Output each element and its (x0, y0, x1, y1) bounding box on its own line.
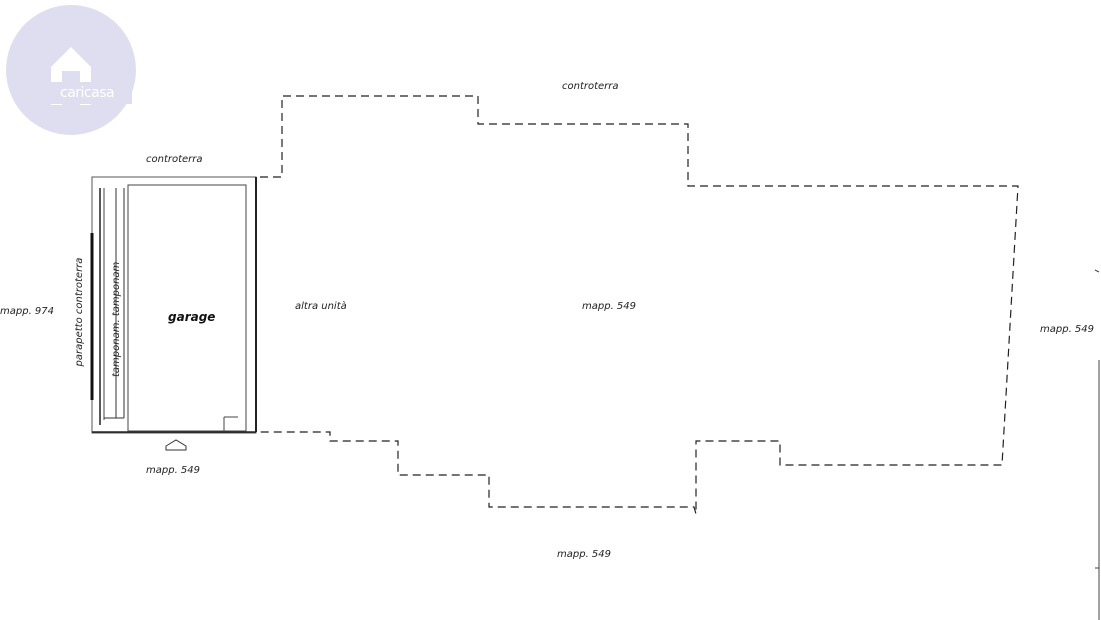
label-controterra-garage: controterra (146, 154, 203, 165)
label-tamponamento: tamponam. tamponam (111, 261, 122, 377)
label-mapp-549-center: mapp. 549 (582, 301, 637, 312)
label-parapetto-controterra: parapetto controterra (74, 257, 85, 367)
label-mapp-549-below-garage: mapp. 549 (146, 465, 201, 476)
logo-text: caricasa (60, 85, 115, 101)
garage-inner-room (127, 184, 247, 432)
label-mapp-974: mapp. 974 (0, 306, 55, 317)
label-mapp-549-bottom: mapp. 549 (557, 549, 612, 560)
label-mapp-549-right: mapp. 549 (1040, 324, 1095, 335)
caricasa-logo: caricasa (4, 5, 138, 135)
label-controterra-top: controterra (562, 81, 619, 92)
label-altra-unita: altra unità (295, 301, 347, 312)
mapp-549-boundary (260, 95, 1019, 515)
label-garage: garage (168, 310, 216, 324)
right-edge-tick-1 (1094, 269, 1100, 273)
entry-arrow-icon (165, 439, 187, 451)
logo-mark-icon (6, 5, 136, 135)
